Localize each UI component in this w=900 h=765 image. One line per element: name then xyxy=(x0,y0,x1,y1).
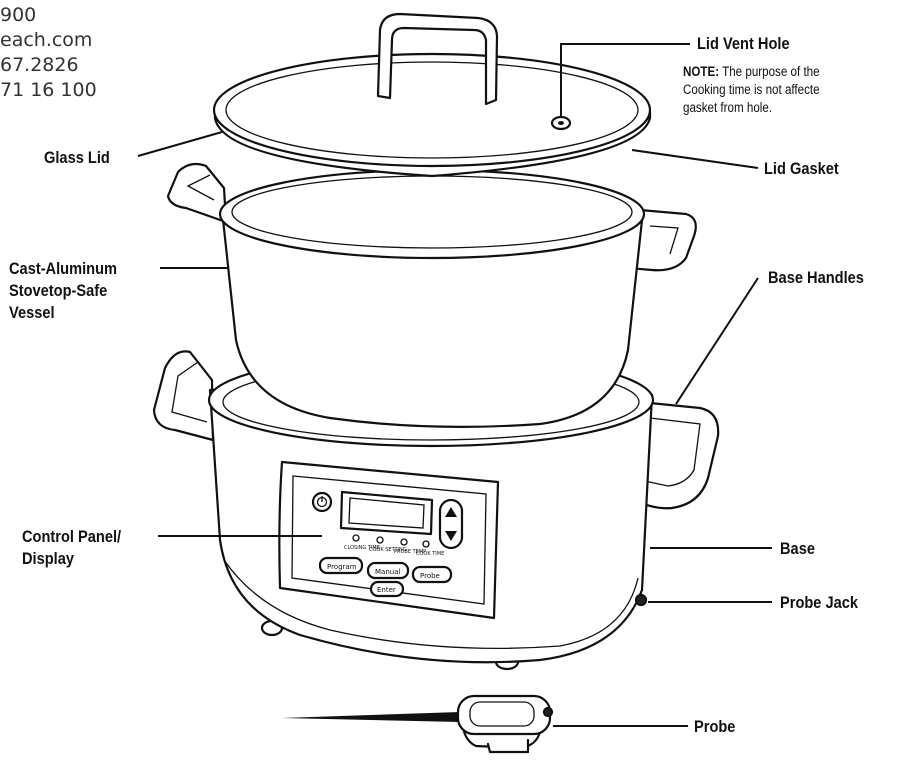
label-vessel-line2: Stovetop-Safe xyxy=(9,280,107,301)
label-probe: Probe xyxy=(694,716,735,737)
manual-button-label: Manual xyxy=(375,568,400,576)
probe-jack-port xyxy=(636,595,646,605)
glass-lid xyxy=(214,14,650,176)
label-control-panel-line2: Display xyxy=(22,548,74,569)
vessel-rim xyxy=(220,170,644,258)
indicator-label: COOK TIME xyxy=(416,551,444,557)
base-handle-left xyxy=(154,351,213,440)
temperature-probe xyxy=(282,696,552,752)
vessel-handle-left xyxy=(168,164,226,222)
leader-base-handles xyxy=(676,278,758,404)
label-probe-jack: Probe Jack xyxy=(780,592,858,613)
leader-glass-lid xyxy=(138,132,222,156)
note-text: The purpose of the xyxy=(719,64,819,79)
label-glass-lid: Glass Lid xyxy=(44,147,110,168)
note-prefix: NOTE: xyxy=(683,64,719,79)
label-vessel-line3: Vessel xyxy=(9,302,55,323)
note-line: Cooking time is not affecte xyxy=(683,81,820,98)
label-base-handles: Base Handles xyxy=(768,267,864,288)
label-lid-vent-hole: Lid Vent Hole xyxy=(697,33,790,54)
label-control-panel-line1: Control Panel/ xyxy=(22,526,121,547)
enter-button-label: Enter xyxy=(377,586,396,594)
probe-button-label: Probe xyxy=(420,572,440,580)
note-line: gasket from hole. xyxy=(683,99,772,116)
label-lid-gasket: Lid Gasket xyxy=(764,158,839,179)
probe-needle xyxy=(282,712,460,722)
note-line: NOTE: The purpose of the xyxy=(683,63,820,80)
label-base: Base xyxy=(780,538,815,559)
program-button-label: Program xyxy=(327,563,357,571)
leader-lid-gasket xyxy=(632,150,758,168)
label-vessel-line1: Cast-Aluminum xyxy=(9,258,117,279)
